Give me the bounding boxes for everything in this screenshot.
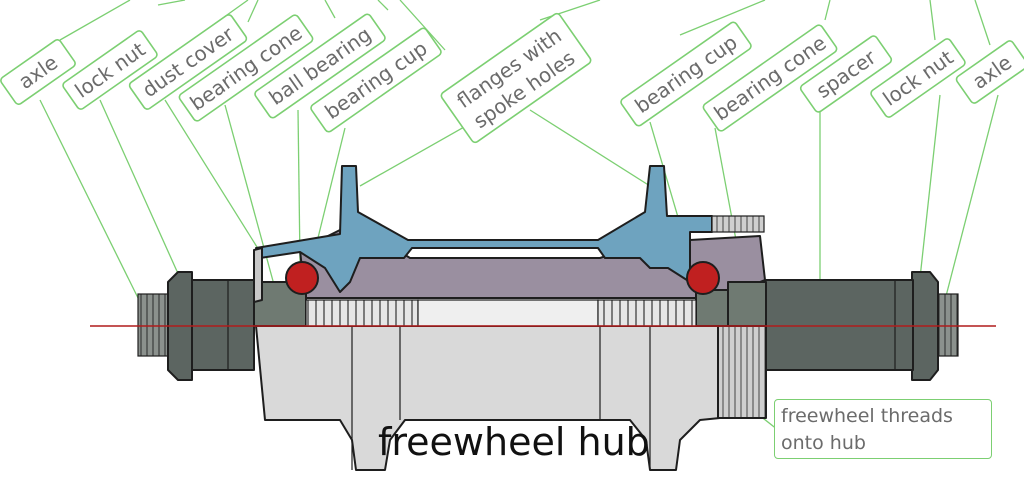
label-freewheel-threads: freewheel threads onto hub	[774, 399, 992, 459]
freewheel-thread-band	[711, 215, 765, 233]
axle-center-threads-right	[597, 299, 697, 327]
axle-center-plain	[417, 299, 599, 327]
hub-drawing	[90, 165, 996, 471]
dust-cover-shape	[253, 247, 263, 303]
note-line-1: freewheel threads	[781, 405, 953, 427]
note-line-2: onto hub	[781, 432, 866, 454]
axle-right-threads	[935, 293, 959, 357]
bearing-cone-right-shape	[727, 281, 767, 327]
spacer-shape	[764, 279, 914, 371]
label-flanges: flanges with spoke holes	[440, 12, 592, 144]
ball-bearing-left	[285, 261, 319, 295]
freewheel-threads-shape	[717, 325, 767, 419]
axle-center-threads-left	[305, 299, 419, 327]
axle-left-threads	[137, 293, 169, 357]
axle-left-body	[191, 279, 255, 371]
diagram-title: freewheel hub	[378, 420, 650, 464]
label-axle-left: axle	[0, 39, 76, 105]
label-axle-right: axle	[955, 40, 1024, 104]
ball-bearing-right	[686, 261, 720, 295]
hub-body-lower	[255, 325, 721, 471]
